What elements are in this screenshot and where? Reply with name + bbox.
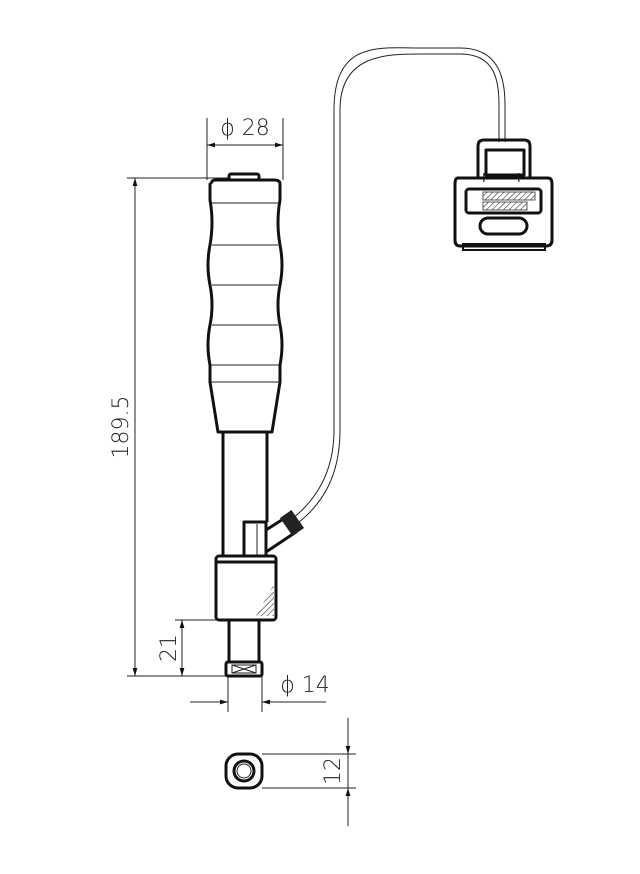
dimension-tip-length: 21 <box>157 619 216 676</box>
dimension-tip-diameter: ϕ 14 <box>190 673 330 712</box>
connector-plug: + + <box>453 138 554 251</box>
total-length-label: 189.5 <box>109 396 134 459</box>
dimension-tip-width: 12 <box>262 718 356 826</box>
dimension-total-length: 189.5 <box>109 177 228 677</box>
handle-diameter-label: ϕ 28 <box>220 116 270 141</box>
tip-width-label: 12 <box>321 757 346 785</box>
cable <box>287 47 506 527</box>
cable-strain-relief <box>279 509 305 537</box>
probe-handle <box>206 172 284 434</box>
tip-diameter-label: ϕ 14 <box>280 673 330 698</box>
tip-length-label: 21 <box>157 634 182 662</box>
tip-bottom-view <box>224 752 264 790</box>
svg-text:+: + <box>478 170 490 186</box>
dimension-handle-diameter: ϕ 28 <box>206 116 284 180</box>
svg-text:+: + <box>513 170 525 186</box>
probe-body <box>214 432 305 678</box>
